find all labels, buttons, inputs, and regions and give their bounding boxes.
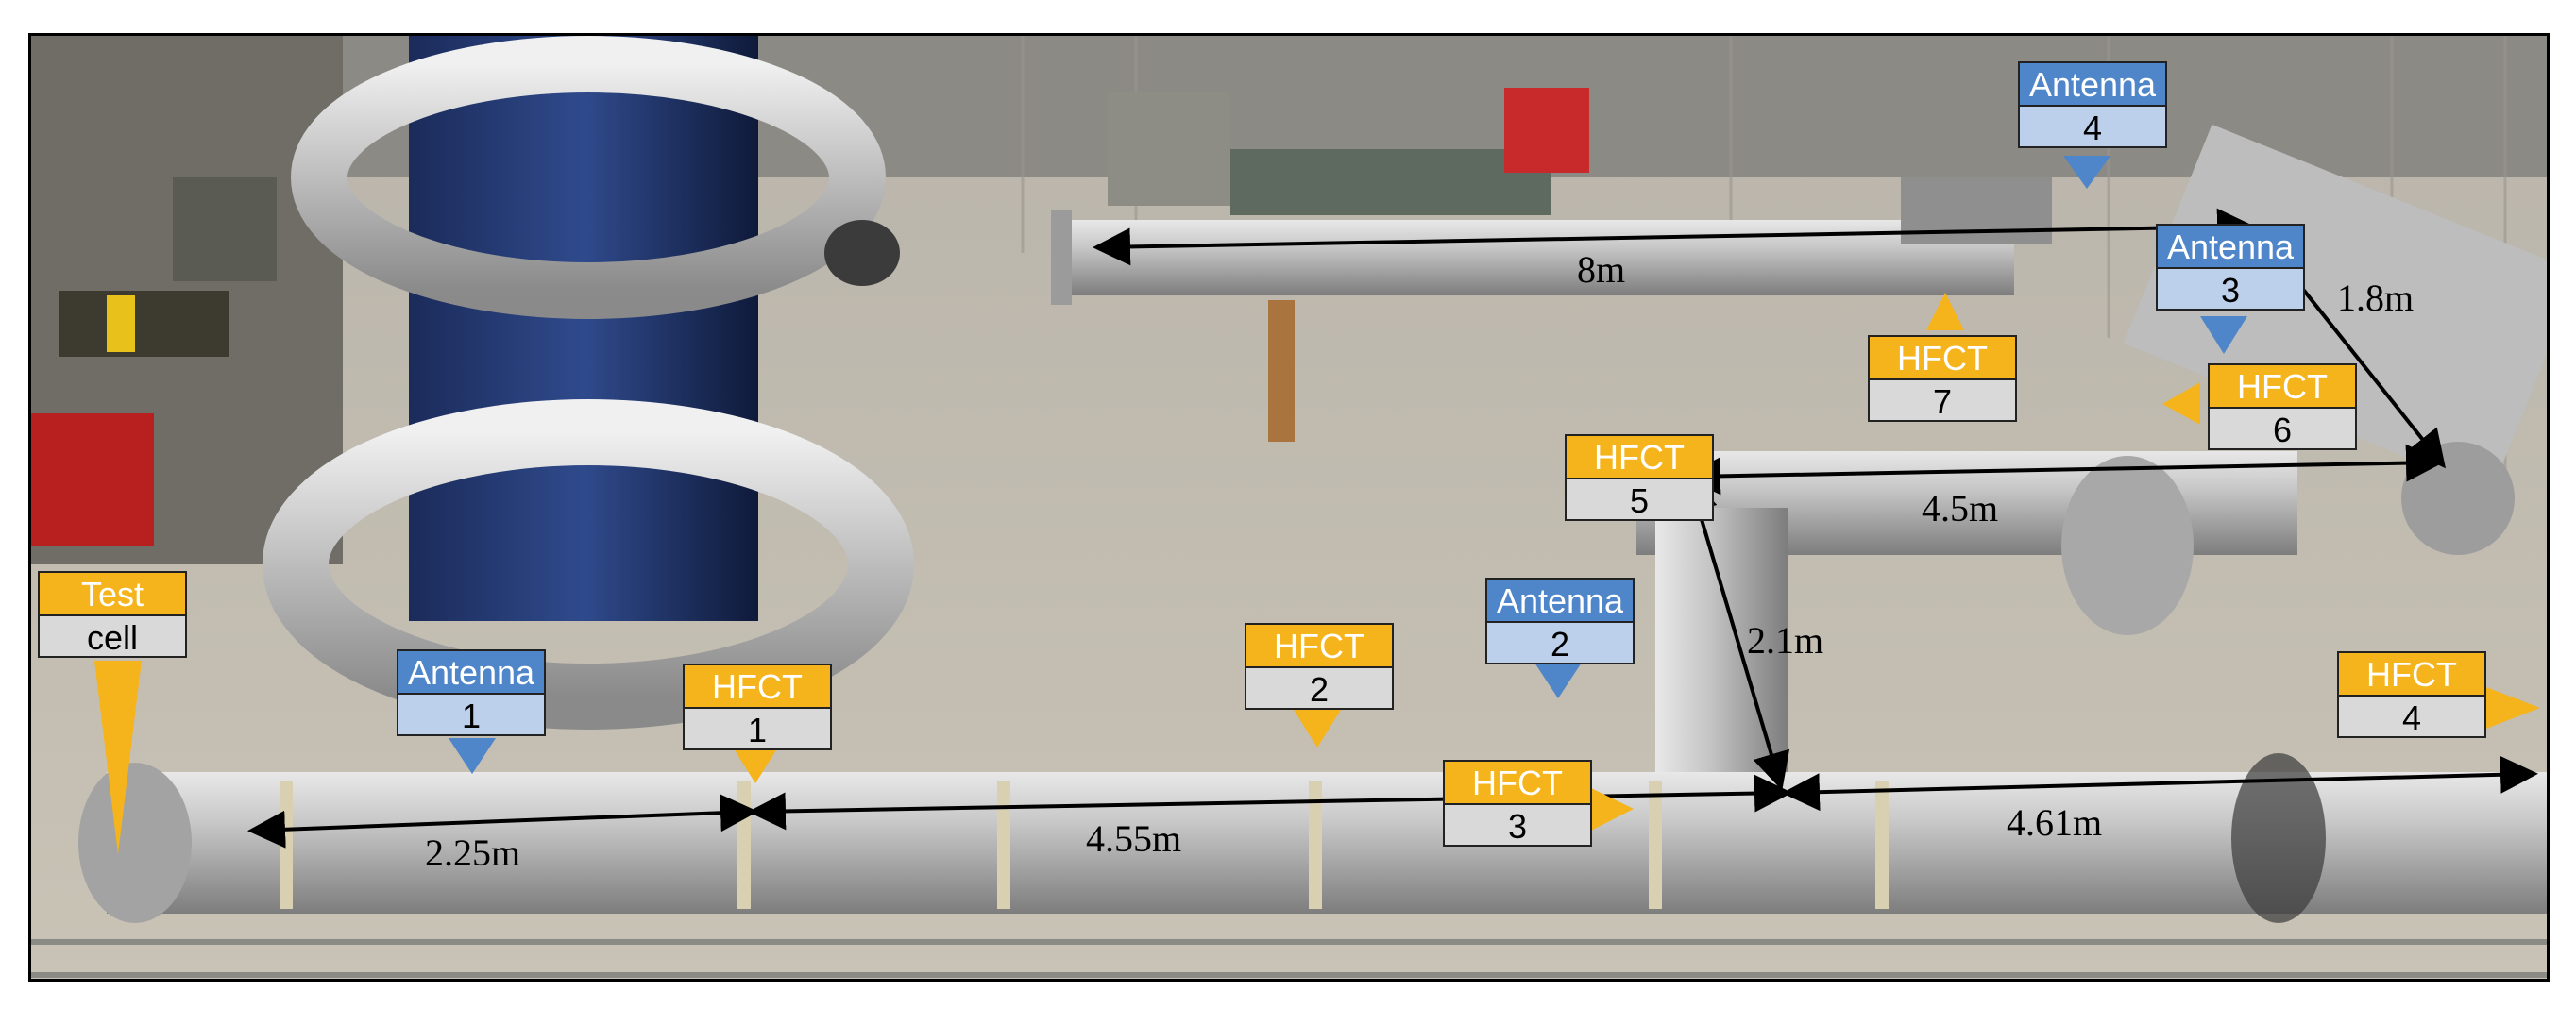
distance-label-8m: 8m (1577, 248, 1626, 291)
antenna-4-label: Antenna 4 (2018, 61, 2167, 148)
hfct-2-label-top: HFCT (1245, 623, 1394, 666)
gis-lab-photo (28, 33, 2550, 982)
antenna-4-label-top: Antenna (2018, 61, 2167, 105)
antenna-2-label: Antenna 2 (1485, 578, 1635, 664)
hfct-3-label: HFCT 3 (1443, 760, 1592, 847)
hfct-6-label-top: HFCT (2208, 363, 2357, 407)
lab-scene (31, 36, 2547, 979)
hfct-6-label: HFCT 6 (2208, 363, 2357, 450)
antenna-2-label-bottom: 2 (1485, 621, 1635, 664)
antenna-1-label-bottom: 1 (397, 693, 546, 736)
distance-label-2.1m: 2.1m (1747, 619, 1824, 662)
distance-label-4.61m: 4.61m (2007, 801, 2103, 844)
hfct-4-label-bottom: 4 (2337, 695, 2486, 738)
antenna-2-label-top: Antenna (1485, 578, 1635, 621)
hfct-1-label: HFCT 1 (683, 664, 832, 750)
test-cell-label: Test cell (38, 571, 187, 658)
antenna-4-label-bottom: 4 (2018, 105, 2167, 148)
antenna-3-label-bottom: 3 (2156, 267, 2305, 311)
distance-label-2.25m: 2.25m (425, 832, 521, 874)
distance-label-1.8m: 1.8m (2337, 277, 2415, 319)
hfct-1-label-top: HFCT (683, 664, 832, 707)
antenna-1-label: Antenna 1 (397, 649, 546, 736)
distance-label-4.5m: 4.5m (1922, 487, 1999, 529)
antenna-1-label-top: Antenna (397, 649, 546, 693)
hfct-3-label-top: HFCT (1443, 760, 1592, 803)
hfct-2-label: HFCT 2 (1245, 623, 1394, 710)
test-cell-label-top: Test (38, 571, 187, 614)
antenna-3-label-top: Antenna (2156, 224, 2305, 267)
hfct-5-label: HFCT 5 (1565, 434, 1714, 521)
hfct-4-label-top: HFCT (2337, 651, 2486, 695)
hfct-7-label: HFCT 7 (1868, 335, 2017, 422)
test-cell-label-bottom: cell (38, 614, 187, 658)
antenna-3-label: Antenna 3 (2156, 224, 2305, 311)
hfct-5-label-bottom: 5 (1565, 478, 1714, 521)
hfct-7-label-top: HFCT (1868, 335, 2017, 378)
hfct-3-label-bottom: 3 (1443, 803, 1592, 847)
hfct-1-label-bottom: 1 (683, 707, 832, 750)
hfct-6-label-bottom: 6 (2208, 407, 2357, 450)
hfct-4-label: HFCT 4 (2337, 651, 2486, 738)
hfct-5-label-top: HFCT (1565, 434, 1714, 478)
distance-label-4.55m: 4.55m (1086, 817, 1182, 860)
hfct-2-label-bottom: 2 (1245, 666, 1394, 710)
hfct-7-label-bottom: 7 (1868, 378, 2017, 422)
